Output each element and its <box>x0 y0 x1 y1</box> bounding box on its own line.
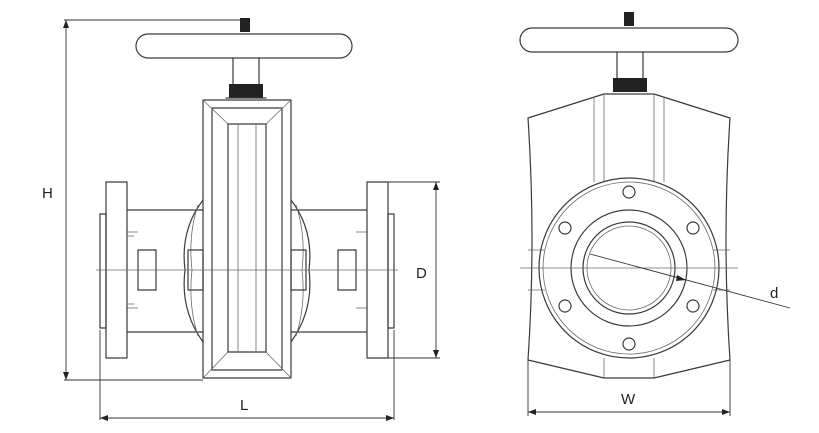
label-h: H <box>42 185 53 202</box>
body-column-front <box>202 99 292 379</box>
bolt-holes <box>558 185 700 351</box>
left-pipe-front <box>126 199 204 343</box>
handwheel-front <box>135 18 353 59</box>
stem-side <box>613 51 647 92</box>
label-l: L <box>240 397 248 414</box>
side-view <box>519 12 739 379</box>
label-d-bore: d <box>770 285 778 302</box>
dimension-l <box>99 330 395 421</box>
dimension-d-bore <box>589 253 791 309</box>
body-side <box>527 93 731 379</box>
handwheel-side <box>519 12 739 53</box>
dimension-w <box>527 360 731 416</box>
stem-front <box>225 57 267 99</box>
label-d-flange: D <box>416 265 427 282</box>
dimension-d-flange <box>388 181 440 359</box>
label-w: W <box>621 391 636 408</box>
front-view <box>96 18 398 379</box>
right-pipe-front <box>290 199 368 343</box>
dimension-h <box>63 19 240 381</box>
